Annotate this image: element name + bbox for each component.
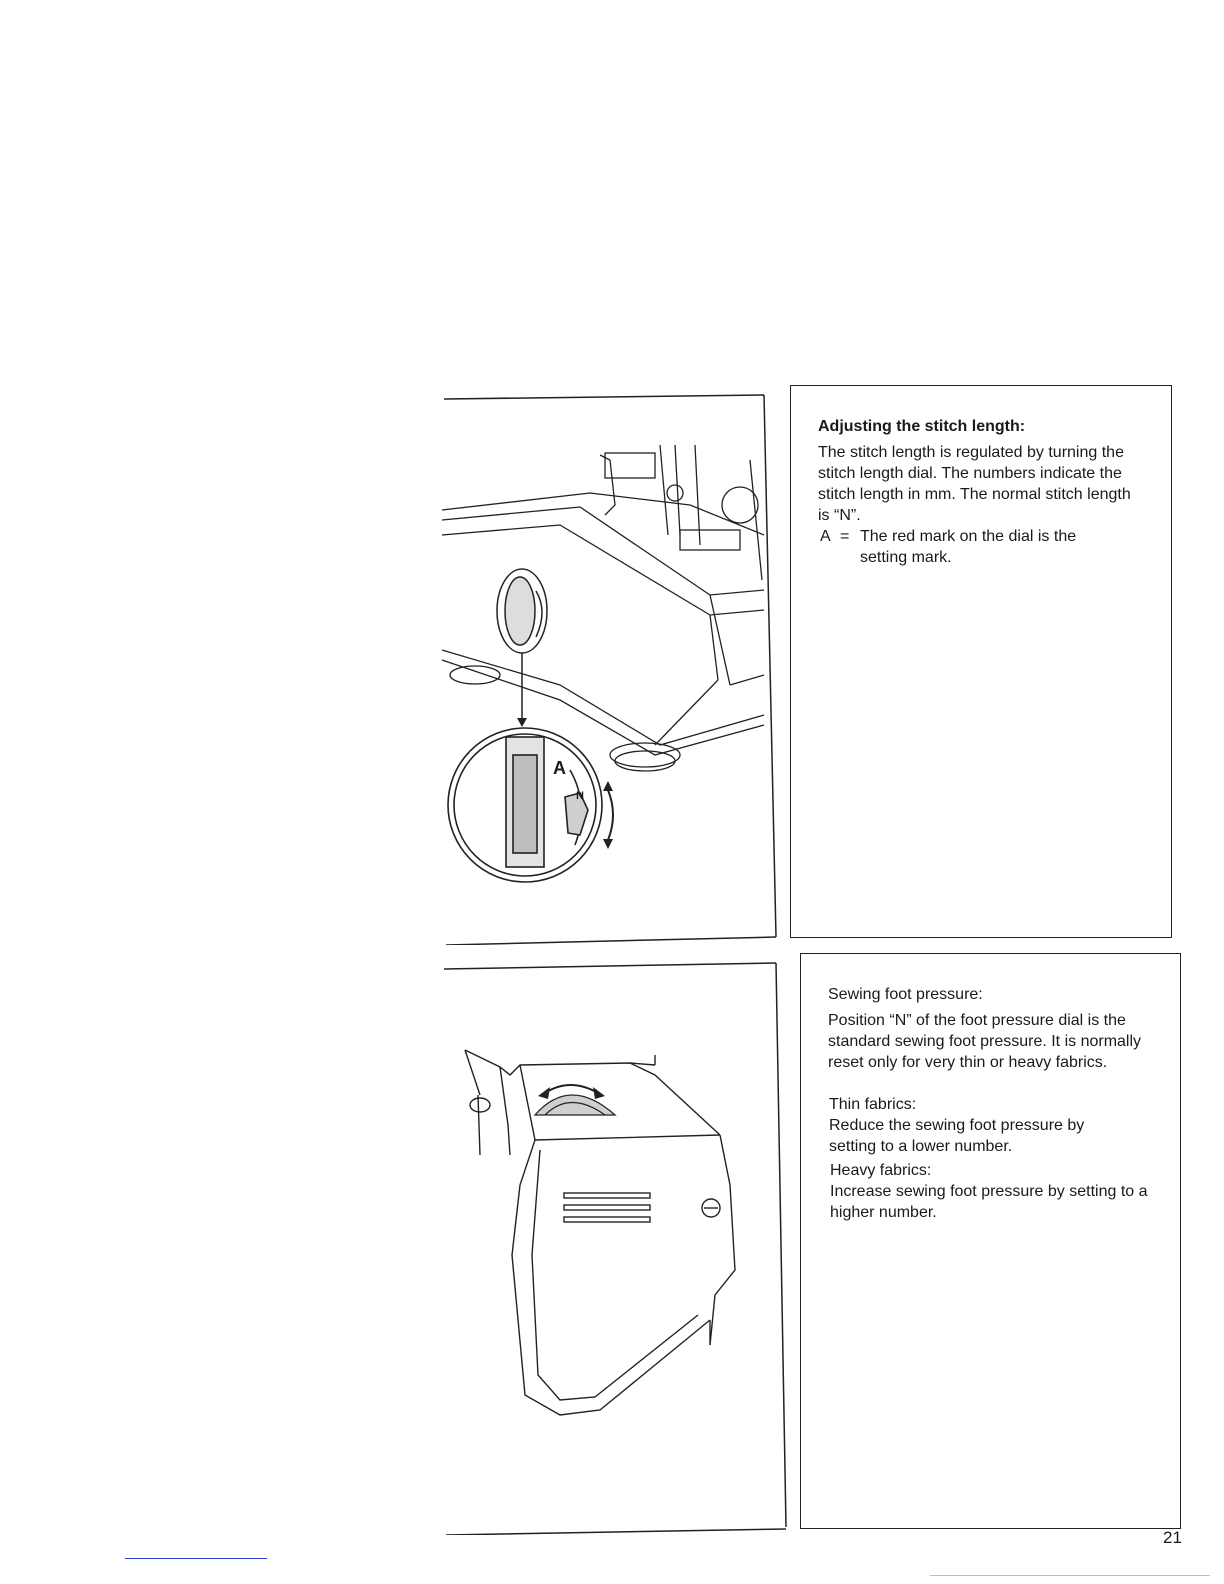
stitch-length-figure: A N (440, 385, 780, 945)
thin-fabrics-heading: Thin fabrics: (829, 1096, 917, 1113)
figure-label-a: A (553, 758, 566, 778)
foot-pressure-paragraph: Position “N” of the foot pressure dial i… (828, 1012, 1142, 1071)
stitch-length-illustration (441, 394, 777, 945)
legend-text: The red mark on the dial is the setting … (860, 528, 1077, 566)
foot-pressure-figure (440, 955, 790, 1535)
figure-label-n: N (576, 790, 584, 802)
foot-pressure-textbox: Sewing foot pressure: Position “N” of th… (800, 953, 1181, 1529)
stitch-length-textbox: Adjusting the stitch length: The stitch … (790, 385, 1172, 938)
legend-separator: = (840, 528, 850, 545)
heavy-fabrics-text: Increase sewing foot pressure by setting… (830, 1183, 1148, 1221)
foot-pressure-title: Sewing foot pressure: (828, 986, 983, 1003)
heavy-fabrics-heading: Heavy fabrics: (830, 1162, 932, 1179)
blue-rule (125, 1558, 267, 1559)
stitch-length-paragraph: The stitch length is regulated by turnin… (818, 444, 1131, 524)
legend-key: A (820, 528, 831, 545)
stitch-length-heading: Adjusting the stitch length: (818, 418, 1026, 435)
foot-pressure-illustration (443, 962, 787, 1535)
page-number: 21 (1163, 1528, 1182, 1547)
thin-fabrics-text: Reduce the sewing foot pressure by setti… (829, 1117, 1085, 1155)
scan-artifact-line (930, 1575, 1210, 1576)
